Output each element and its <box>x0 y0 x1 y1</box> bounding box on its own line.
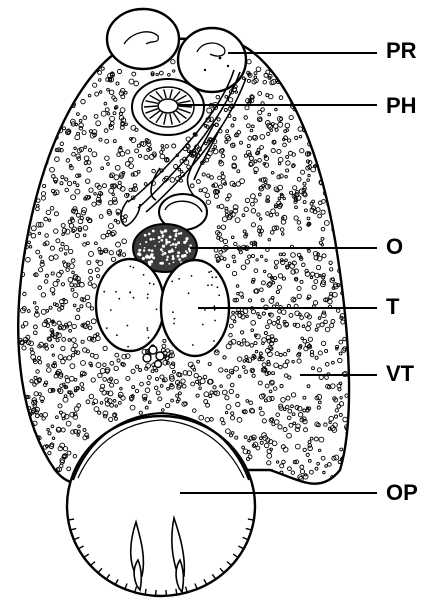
label-pr: PR <box>386 40 417 62</box>
label-ph: PH <box>386 95 417 117</box>
label-t: T <box>386 296 399 318</box>
label-o: O <box>386 236 403 258</box>
opisthaptor <box>67 413 255 597</box>
label-op: OP <box>386 482 418 504</box>
pharynx <box>132 79 204 135</box>
label-vt: VT <box>386 363 414 385</box>
